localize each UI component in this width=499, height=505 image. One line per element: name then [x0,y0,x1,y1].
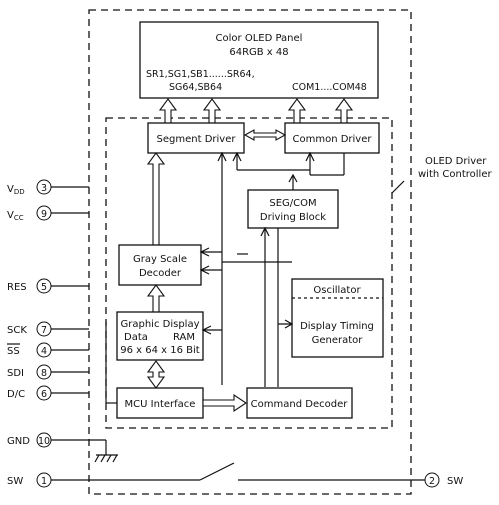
module-boundary [88,9,412,495]
pin-vcc-number: 9 [41,209,47,220]
ram-label-2b: RAM [173,332,195,343]
gray-scale-label-1: Gray Scale [133,254,187,265]
gray-from-bus-arrow-2 [199,265,222,275]
segment-driver-block [147,122,245,154]
pin-sw-right-circle [424,472,440,488]
seg-to-panel-arrow-2 [202,98,222,124]
seg-to-panel-arrow-1 [158,98,178,124]
ram-label-2a: Data [124,332,148,343]
segcom-label-2: Driving Block [260,212,326,223]
pin-vdd-name: VDD [7,184,25,196]
timing-input-arrow [278,319,294,329]
pin-sw-left: SW 1 [7,472,200,488]
segcom-up-arrow [288,173,298,183]
controller-label-2: with Controller [418,169,492,180]
timing-label-2: Generator [312,335,364,346]
command-decoder-block [246,387,353,419]
pin-sdi-number: 8 [41,368,47,379]
panel-title: Color OLED Panel [216,33,303,44]
pin-sck-number: 7 [41,325,47,336]
pin-vdd-number: 3 [41,183,47,194]
ram-mcu-arrow [146,360,166,389]
bus-arrow-to-seg [217,151,227,162]
pin-sck-name: SCK [7,325,27,336]
controller-boundary [105,117,393,429]
bus-arrow-to-com-left [232,151,242,162]
pin-sw-right-name: SW [447,476,463,487]
graphic-ram-block [116,311,204,361]
segcom-label-1: SEG/COM [269,198,316,209]
controller-pointer [391,180,405,194]
controller-label-1: OLED Driver [425,156,487,167]
pin-vcc-name: VCC [7,210,24,222]
pin-ss-name: SS [7,346,20,357]
ram-label-3: 96 x 64 x 16 Bit [120,345,200,356]
pin-dc-name: D/C [7,389,25,400]
pin-gnd-name: GND [7,436,30,447]
pin-res-name: RES [7,282,27,293]
command-decoder-label: Command Decoder [251,399,349,410]
panel-seg-label-2: SG64,SB64 [169,82,222,93]
pin-sw-right: 2 SW [424,472,463,488]
panel-resolution: 64RGB x 48 [229,47,288,58]
com-to-panel-arrow-2 [334,98,354,124]
gray-from-bus-arrow [199,247,222,257]
pin-sdi: SDI 8 [7,364,89,380]
pin-sdi-name: SDI [7,368,24,379]
timing-block [291,278,384,358]
segcom-down-arrow [260,226,270,237]
panel-seg-label-1: SR1,SG1,SB1......SR64, [146,69,255,80]
pin-ss-number: 4 [41,346,47,357]
gnd-hatch-2 [100,454,106,463]
pin-dc-number: 6 [41,389,47,400]
gray-scale-label-2: Decoder [139,268,182,279]
gray-scale-decoder-block [118,244,202,286]
com-to-panel-arrow-1 [287,98,307,124]
pin-gnd: GND 10 [7,432,118,463]
oled-panel-block [139,21,379,99]
segment-driver-label: Segment Driver [157,134,237,145]
pin-sw-left-name: SW [7,476,23,487]
mcu-to-cmd-arrow [202,393,247,413]
pin-ss: SS 4 [7,342,89,358]
driver-link-arrow [243,129,287,141]
timing-label-1: Display Timing [300,321,374,332]
pin-res: RES 5 [7,278,89,294]
ram-label-1: Graphic Display [121,319,200,330]
ram-from-bus-arrow [201,325,222,335]
common-driver-label: Common Driver [293,134,373,145]
pin-dc: D/C 6 [7,385,89,401]
pin-sw-left-number: 1 [41,476,47,487]
panel-com-label: COM1....COM48 [292,82,367,93]
gnd-hatch-4 [112,454,118,463]
bus-arrow-to-com [305,151,315,162]
sw-lever [199,462,235,481]
ram-to-gray-arrow [146,284,166,313]
mcu-interface-label: MCU Interface [125,399,196,410]
pin-gnd-number: 10 [38,436,50,447]
oscillator-label: Oscillator [313,285,361,296]
seg-to-gray-arrow [146,152,166,246]
pin-sck: SCK 7 [7,321,89,337]
gnd-hatch-3 [106,454,112,463]
segcom-driving-block [247,189,339,229]
gnd-hatch-1 [94,454,100,463]
pin-vdd: VDD 3 [7,179,89,196]
pin-vcc: VCC 9 [7,205,89,222]
pin-sw-right-number: 2 [429,476,435,487]
pin-res-number: 5 [41,282,47,293]
common-driver-block [284,122,380,154]
